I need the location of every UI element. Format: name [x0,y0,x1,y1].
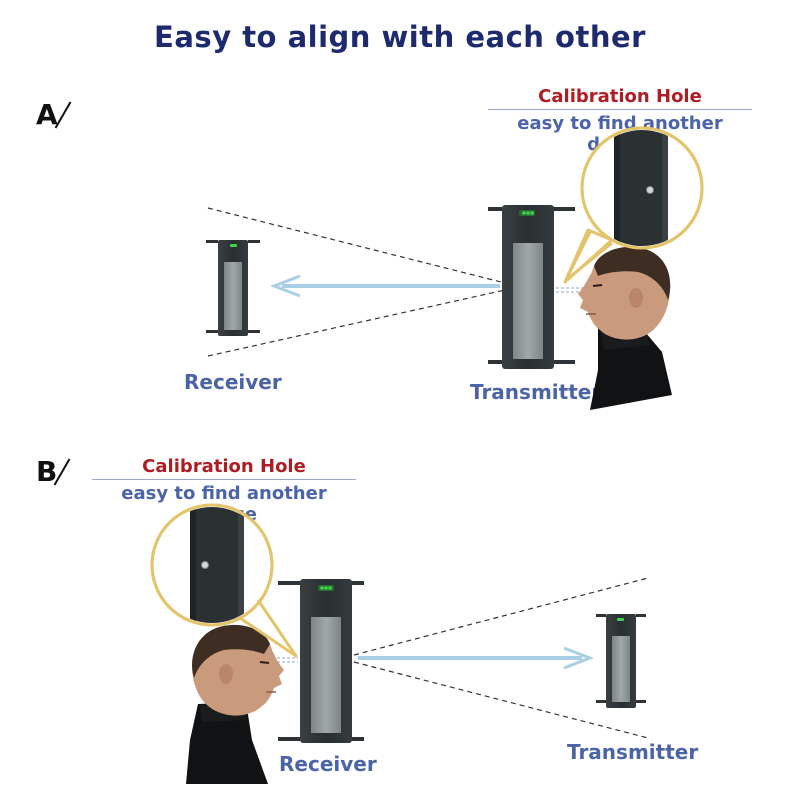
panel-b-beam-lower [353,661,649,739]
calibration-hole-icon [201,561,209,569]
panel-b-beam-arrow [358,646,595,670]
panel-a-transmitter-device [488,205,575,369]
calibration-hole-icon [646,186,654,194]
page-title: Easy to align with each other [154,20,646,54]
panel-b-transmitter-label: Transmitter [567,740,699,764]
panel-a-magnifier-icon [563,126,704,284]
panel-a-beam-upper [207,207,506,284]
panel-a-receiver-device [206,240,260,336]
panel-b-transmitter-device [596,614,646,708]
panel-a-transmitter-label: Transmitter [470,380,602,404]
panel-b-person-icon [186,624,284,784]
panel-b-letter: B [36,455,58,488]
panel-a-person-icon [578,246,672,410]
panel-b-beam-upper [353,577,649,656]
panel-a-callout-heading: Calibration Hole [538,86,702,107]
panel-a-letter: A [36,98,58,131]
panel-b-magnifier-icon [150,503,298,658]
panel-a-receiver-label: Receiver [184,370,282,394]
panel-a-callout-rule [488,109,752,110]
panel-b-receiver-label: Receiver [279,752,377,776]
panel-b-receiver-device [278,579,364,743]
panel-b-callout-rule [92,479,356,480]
panel-a-beam-lower [207,289,506,357]
panel-a-beam-arrow [269,274,500,298]
indicator-led-icon [230,244,237,247]
panel-b-callout-heading: Calibration Hole [142,456,306,477]
